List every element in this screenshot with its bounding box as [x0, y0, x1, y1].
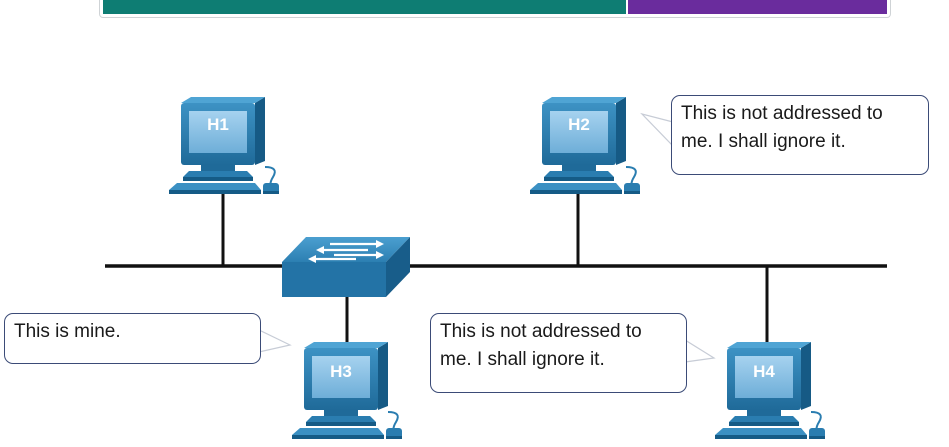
host-h1-icon: H1	[168, 96, 280, 195]
host-h2-icon: H2	[529, 96, 641, 195]
h3-message-line-1: This is mine.	[14, 321, 121, 342]
h4-message-bubble: This is not addressed to me. I shall ign…	[430, 313, 687, 393]
host-h4-label: H4	[753, 362, 775, 381]
h4-message-line-2: me. I shall ignore it.	[440, 349, 605, 370]
h2-message-line-1: This is not addressed to	[681, 103, 883, 124]
h3-callout-pointer	[258, 329, 292, 353]
h3-message-bubble: This is mine.	[4, 313, 261, 364]
host-h3-icon: H3	[291, 341, 403, 440]
top-header-bar	[99, 0, 891, 18]
h2-message-bubble: This is not addressed to me. I shall ign…	[671, 95, 929, 175]
header-purple-segment	[628, 0, 887, 14]
h4-callout-pointer	[684, 338, 716, 363]
host-h3-label: H3	[330, 362, 352, 381]
header-teal-segment	[103, 0, 626, 14]
switch-icon	[282, 237, 410, 297]
h4-message-line-1: This is not addressed to	[440, 321, 642, 342]
h2-callout-pointer	[640, 112, 674, 148]
host-h2-label: H2	[568, 115, 590, 134]
h2-message-line-2: me. I shall ignore it.	[681, 131, 846, 152]
host-h4-icon: H4	[714, 341, 826, 440]
host-h1-label: H1	[207, 115, 229, 134]
